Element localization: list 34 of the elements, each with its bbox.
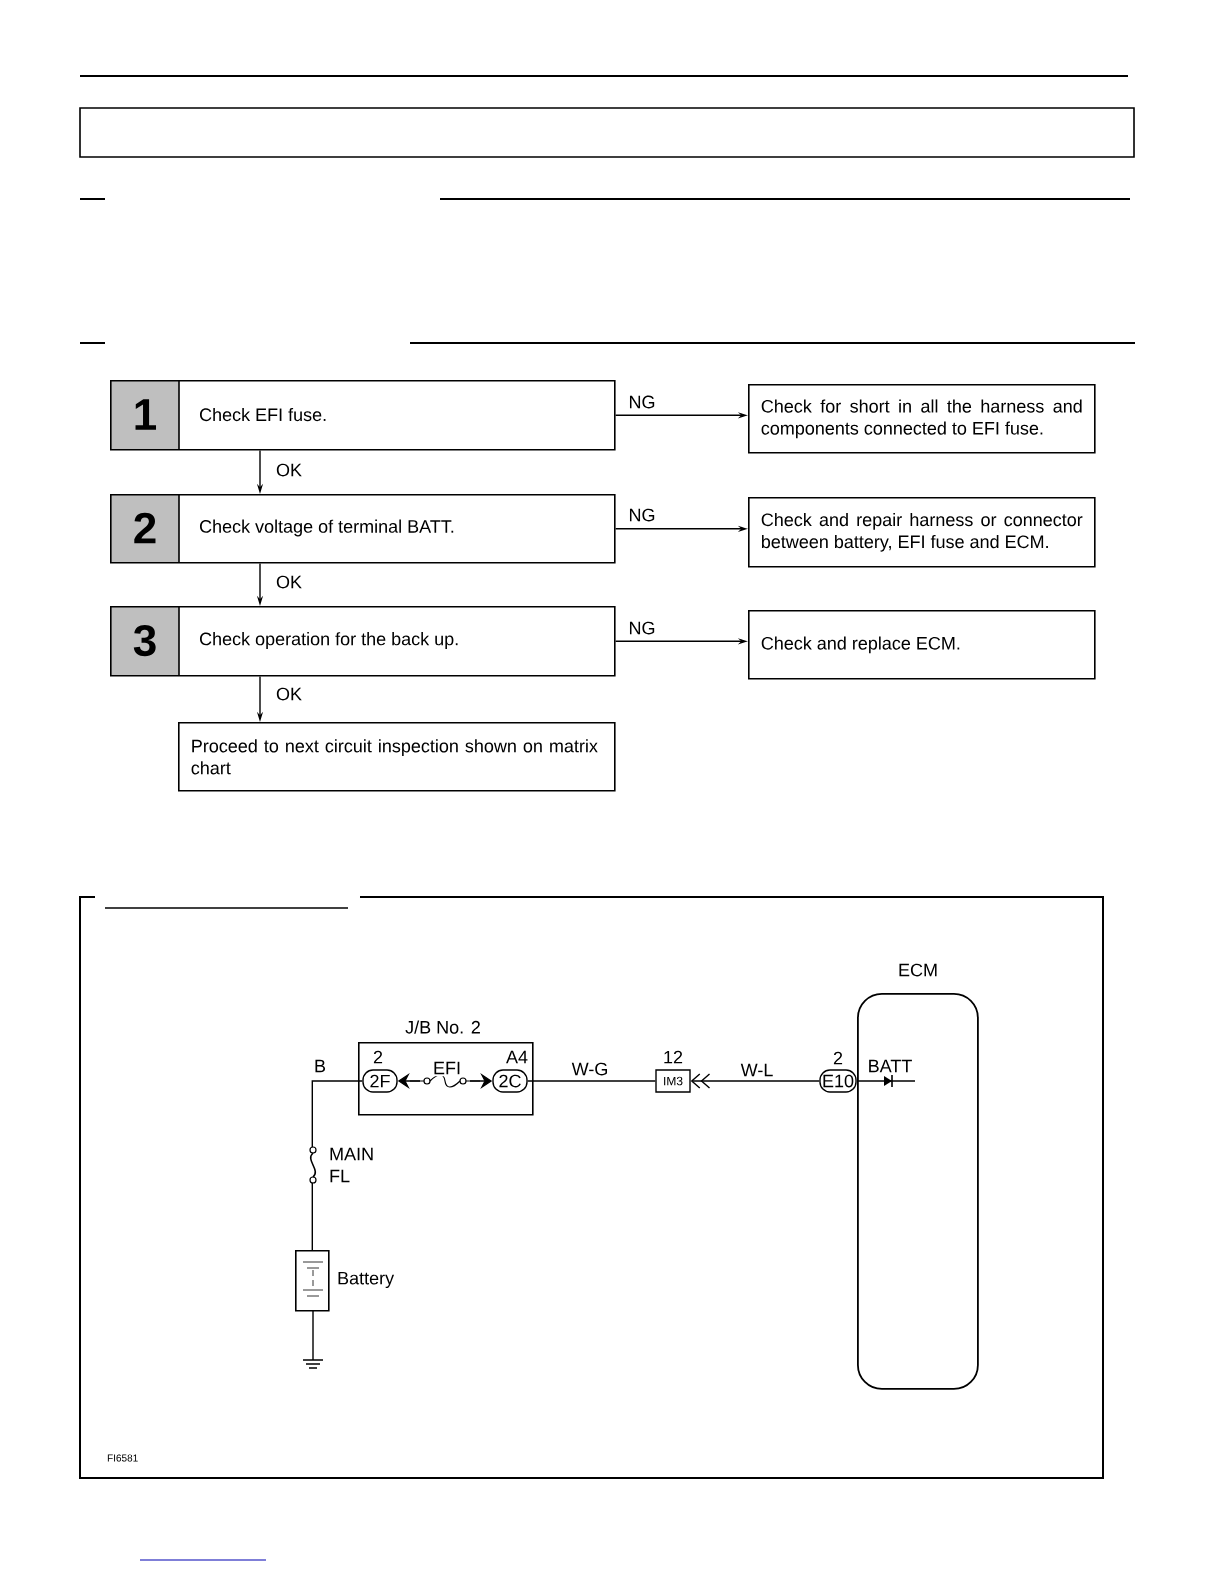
result-box: Check for short in all the harness and components connected to EFI fuse. <box>748 384 1096 454</box>
edge-label: W-G <box>571 1062 607 1076</box>
result-box: Check and repair harness or connector between battery, EFI fuse and ECM. <box>748 497 1096 568</box>
edge-label: NG <box>630 508 655 522</box>
connector-box: IM3 <box>655 1069 691 1093</box>
fuse-label: MAIN FL <box>330 1147 373 1183</box>
battery-label: Battery <box>338 1271 395 1289</box>
pin-number: 12 <box>664 1050 683 1064</box>
edge-label: B <box>315 1059 326 1073</box>
edge-label: EFI <box>434 1061 460 1075</box>
terminal-label: BATT <box>869 1059 912 1073</box>
edge-label: OK <box>276 463 302 477</box>
connector-line <box>690 1073 820 1089</box>
edge-label: NG <box>630 621 655 635</box>
result-box: Check and replace ECM. <box>748 610 1096 680</box>
step-text: Check operation for the back up. <box>200 632 458 649</box>
step-number: 1 <box>135 399 156 430</box>
edge-label: OK <box>276 687 302 701</box>
connector-line <box>527 1080 656 1082</box>
pin-number: A4 <box>506 1050 528 1064</box>
edge-label: W-L <box>740 1063 773 1077</box>
step-number: 2 <box>134 512 156 544</box>
figure-id: FI6581 <box>107 1454 138 1462</box>
pin-number: 2 <box>373 1050 383 1064</box>
node-label: J/B No. 2 <box>405 1020 480 1034</box>
process-box: Proceed to next circuit inspection shown on matrix chart <box>178 722 616 792</box>
connector-line <box>311 1080 363 1251</box>
node-label: ECM <box>899 963 937 977</box>
step-text: Check voltage of terminal BATT. <box>200 519 454 537</box>
step-text: Check EFI fuse. <box>200 407 326 422</box>
pin-number: 2 <box>833 1051 843 1065</box>
edge-label: OK <box>276 575 302 589</box>
step-number: 3 <box>133 624 156 657</box>
edge-label: NG <box>630 395 655 409</box>
